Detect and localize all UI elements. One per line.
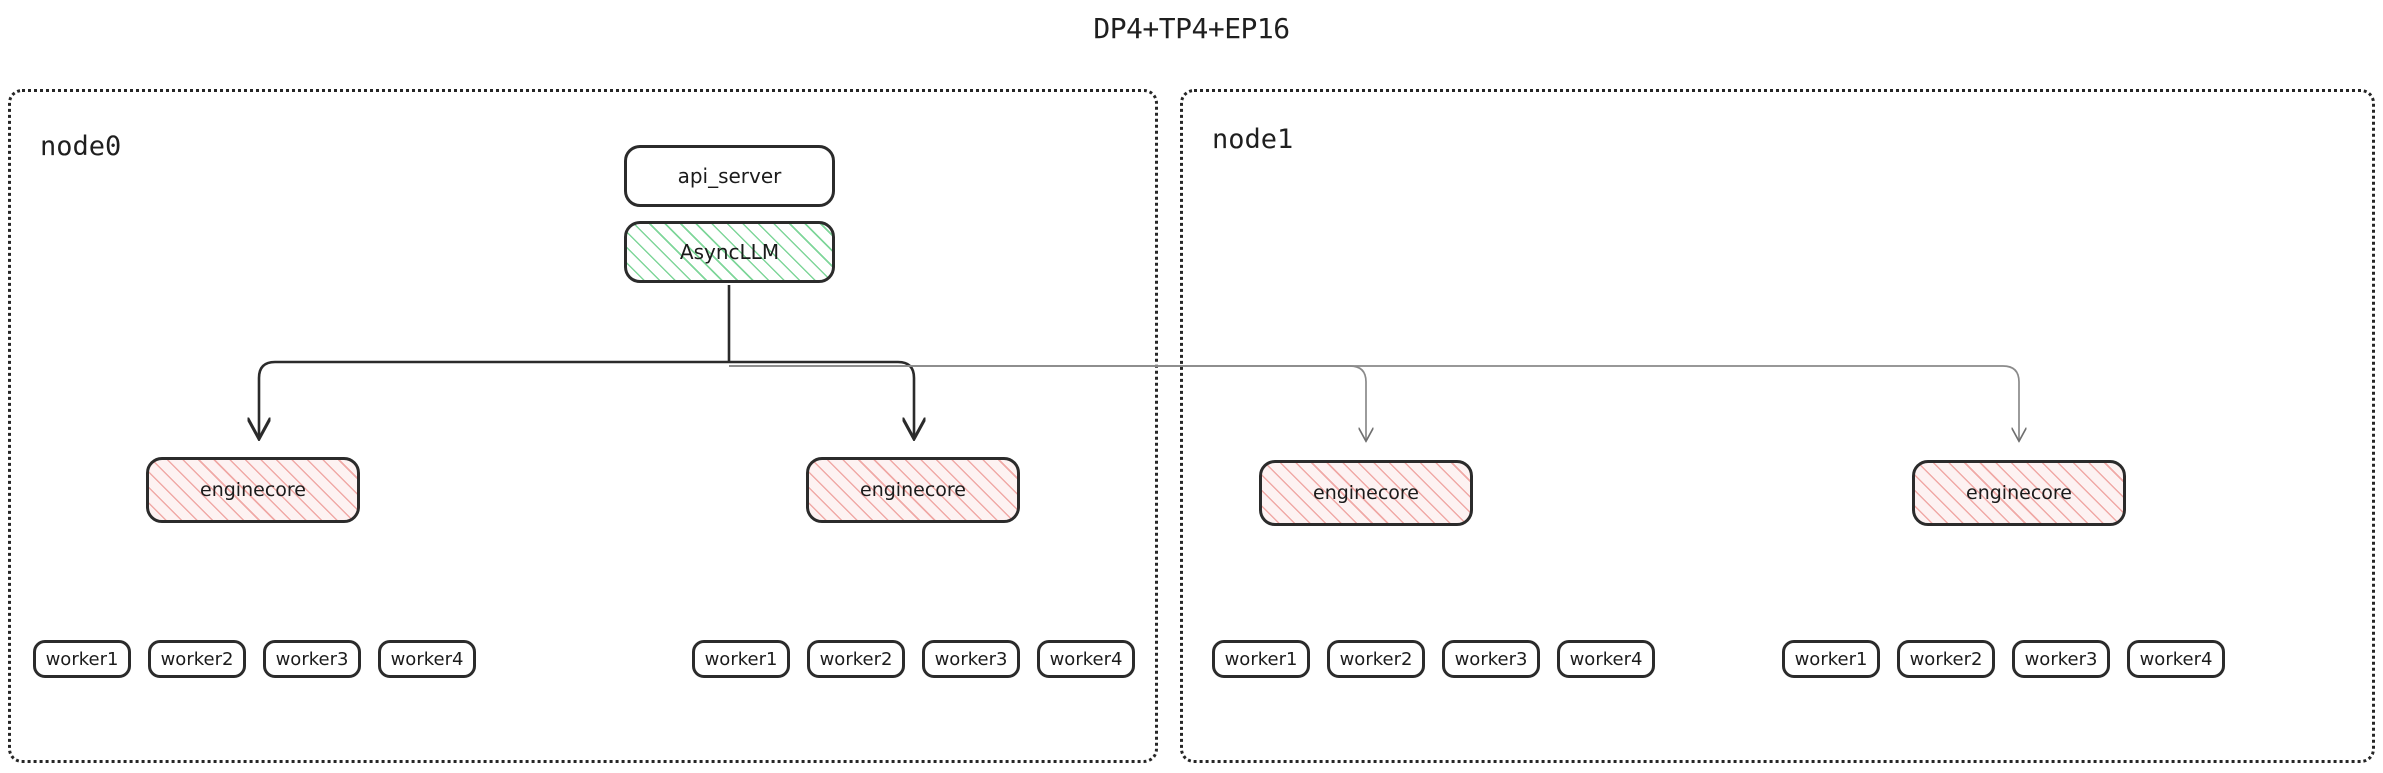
worker-box-node1-1-2[interactable]: worker3: [2012, 640, 2110, 678]
enginecore-box-node0-1[interactable]: enginecore: [806, 457, 1020, 523]
worker-box-node1-1-0[interactable]: worker1: [1782, 640, 1880, 678]
enginecore-box-node1-1[interactable]: enginecore: [1912, 460, 2126, 526]
worker-box-node1-0-1[interactable]: worker2: [1327, 640, 1425, 678]
worker-box-node1-0-0[interactable]: worker1: [1212, 640, 1310, 678]
worker-box-node1-1-3[interactable]: worker4: [2127, 640, 2225, 678]
worker-box-node1-1-1[interactable]: worker2: [1897, 640, 1995, 678]
worker-box-node0-0-1[interactable]: worker2: [148, 640, 246, 678]
worker-box-node0-0-0[interactable]: worker1: [33, 640, 131, 678]
worker-box-node1-0-3[interactable]: worker4: [1557, 640, 1655, 678]
enginecore-box-node0-0[interactable]: enginecore: [146, 457, 360, 523]
worker-box-node0-1-3[interactable]: worker4: [1037, 640, 1135, 678]
worker-box-node0-1-0[interactable]: worker1: [692, 640, 790, 678]
enginecore-box-node1-0[interactable]: enginecore: [1259, 460, 1473, 526]
api-server-box[interactable]: api_server: [624, 145, 835, 207]
worker-box-node0-1-1[interactable]: worker2: [807, 640, 905, 678]
page-title: DP4+TP4+EP16: [1093, 12, 1290, 45]
worker-box-node0-0-3[interactable]: worker4: [378, 640, 476, 678]
worker-box-node1-0-2[interactable]: worker3: [1442, 640, 1540, 678]
node-label-node0: node0: [40, 131, 122, 162]
node-label-node1: node1: [1212, 124, 1294, 155]
async-llm-box[interactable]: AsyncLLM: [624, 221, 835, 283]
worker-box-node0-0-2[interactable]: worker3: [263, 640, 361, 678]
worker-box-node0-1-2[interactable]: worker3: [922, 640, 1020, 678]
